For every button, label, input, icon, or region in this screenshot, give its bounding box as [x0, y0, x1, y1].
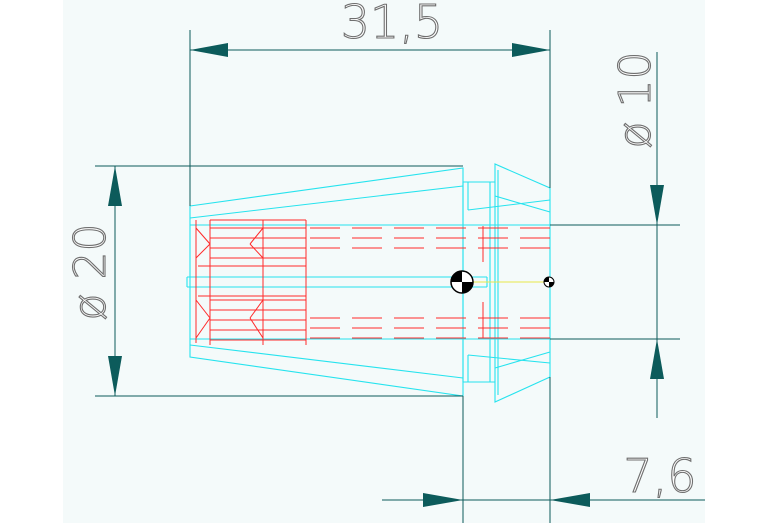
dimension-bore-diameter: ø 10: [550, 51, 680, 418]
drawing-area: [63, 0, 705, 523]
bore-diameter-label: ø 10: [610, 52, 661, 149]
head-length-label: 7,6: [623, 449, 696, 503]
hidden-lines: [195, 219, 550, 345]
overall-length-label: 31,5: [341, 0, 443, 49]
center-mark-small: [543, 276, 555, 288]
dimension-head-length: 7,6: [382, 377, 705, 523]
dimension-outer-diameter: ø 20: [64, 165, 463, 397]
center-mark-large: [450, 270, 474, 294]
outer-diameter-label: ø 20: [65, 224, 116, 321]
dimension-overall-length: 31,5: [189, 0, 551, 206]
